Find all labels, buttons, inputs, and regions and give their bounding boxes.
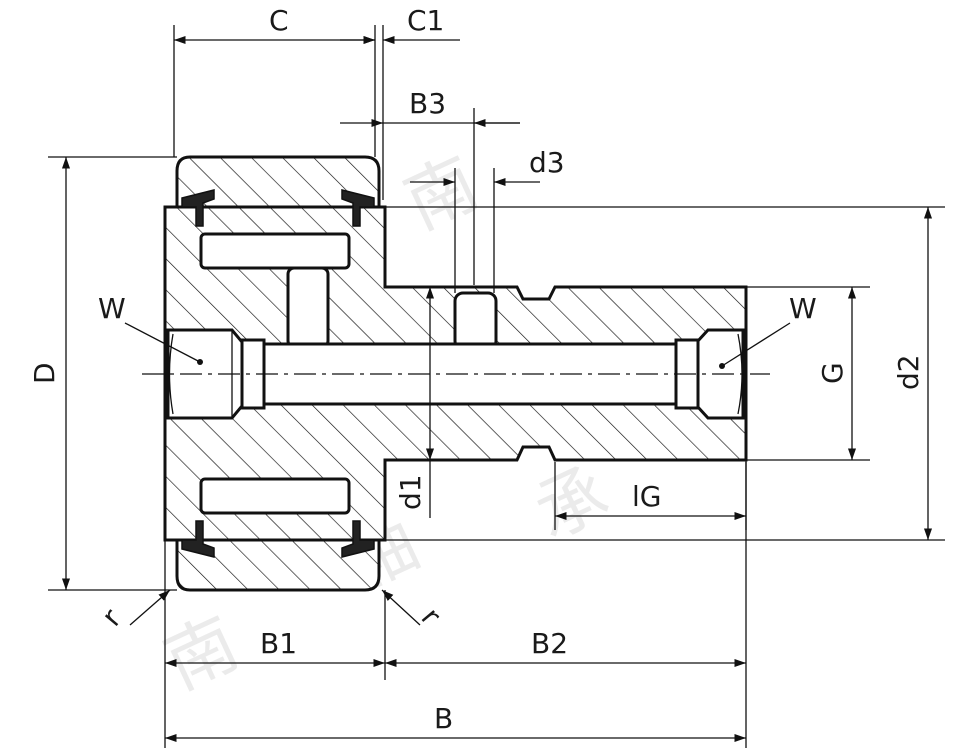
label-B2: B2: [531, 627, 568, 660]
seal-bottom-left: [181, 520, 215, 558]
label-W-left: W: [98, 292, 126, 325]
label-d1: d1: [394, 474, 427, 510]
label-d2: d2: [892, 354, 925, 390]
seal-bottom-right: [341, 520, 375, 558]
seal-top-right: [341, 189, 375, 227]
watermark-char-1: 南: [393, 142, 491, 246]
part-section: [142, 155, 770, 592]
lube-hole-d3: [453, 291, 498, 351]
label-r-right: r: [415, 601, 448, 631]
watermark-char-5: 南: [153, 602, 251, 706]
label-r-left: r: [95, 602, 128, 632]
label-G: G: [816, 362, 849, 384]
dimensions: [48, 25, 945, 748]
seals: [181, 189, 375, 558]
needle-roller-top: [199, 232, 351, 270]
label-B: B: [434, 702, 453, 735]
socket-left-arc: [168, 333, 174, 415]
needle-roller-bottom: [199, 477, 351, 515]
label-B3: B3: [409, 87, 446, 120]
label-d3: d3: [529, 146, 565, 179]
label-D: D: [28, 362, 61, 384]
label-lG: lG: [632, 480, 661, 513]
label-W-right: W: [789, 292, 817, 325]
label-C: C: [269, 4, 289, 37]
outer-ring-bottom: [175, 538, 381, 592]
label-B1: B1: [260, 627, 297, 660]
label-C1: C1: [407, 4, 444, 37]
seal-top-left: [181, 189, 215, 227]
lube-cross-hole-head: [286, 266, 330, 349]
